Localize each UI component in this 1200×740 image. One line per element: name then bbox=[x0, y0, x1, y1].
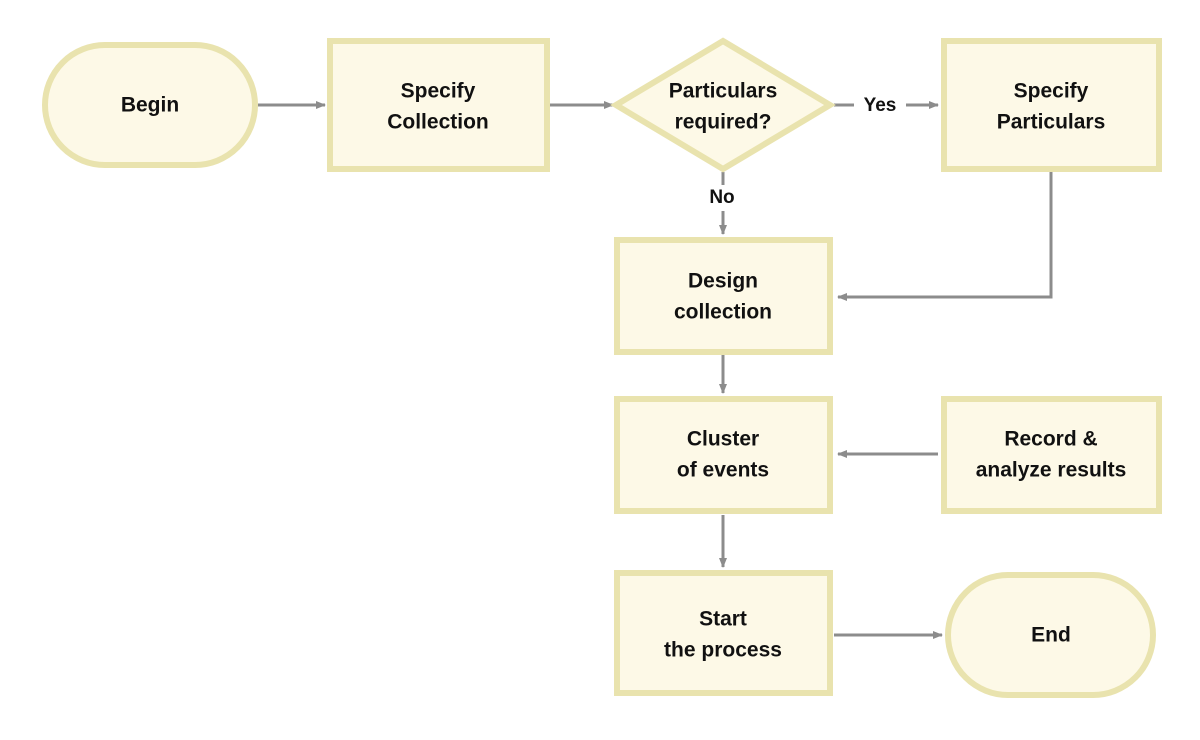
no-label-backdrop bbox=[700, 185, 746, 211]
node-start-the-process-shape[interactable] bbox=[614, 570, 833, 696]
edge-label-no: No bbox=[709, 187, 734, 208]
node-begin[interactable]: Begin bbox=[42, 42, 258, 168]
node-specify-collection[interactable]: Specify Collection bbox=[327, 38, 550, 172]
node-begin-shape[interactable] bbox=[42, 42, 258, 168]
node-specify-particulars-shape[interactable] bbox=[941, 38, 1162, 172]
yes-label-backdrop bbox=[854, 92, 906, 118]
node-end-shape[interactable] bbox=[945, 572, 1156, 698]
node-design-collection[interactable]: Design collection bbox=[614, 237, 833, 355]
node-start-the-process[interactable]: Start the process bbox=[614, 570, 833, 696]
node-record-analyze-results-shape[interactable] bbox=[941, 396, 1162, 514]
node-design-collection-shape[interactable] bbox=[614, 237, 833, 355]
edge-label-layer: Yes No bbox=[700, 92, 906, 211]
node-specify-collection-shape[interactable] bbox=[327, 38, 550, 172]
node-end[interactable]: End bbox=[945, 572, 1156, 698]
node-particulars-required[interactable]: Particulars required? bbox=[610, 37, 836, 173]
node-particulars-required-shape[interactable] bbox=[610, 37, 836, 173]
node-record-analyze-results[interactable]: Record & analyze results bbox=[941, 396, 1162, 514]
node-cluster-of-events[interactable]: Cluster of events bbox=[614, 396, 833, 514]
node-cluster-of-events-shape[interactable] bbox=[614, 396, 833, 514]
edge-layer bbox=[258, 101, 1053, 639]
edge-specify-particulars-to-design-collection bbox=[837, 172, 1053, 301]
node-specify-particulars[interactable]: Specify Particulars bbox=[941, 38, 1162, 172]
node-layer: Begin Specify Collection Particulars req… bbox=[42, 37, 1162, 698]
edge-label-yes: Yes bbox=[864, 95, 897, 116]
